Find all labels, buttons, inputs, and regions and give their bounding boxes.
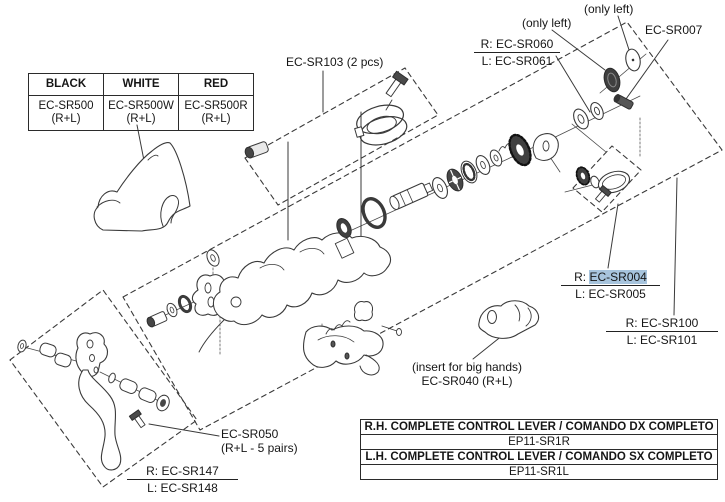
label-ec-sr060: R: EC-SR060	[474, 37, 560, 53]
thumb-shifter-kit	[575, 166, 631, 203]
color-header-white: WHITE	[103, 73, 179, 96]
color-header-red: RED	[178, 73, 254, 96]
label-ec-sr147: R: EC-SR147	[127, 464, 238, 480]
only-left-disc-white	[625, 48, 641, 72]
sr007-bolt	[613, 94, 634, 110]
lh-lever-title: L.H. COMPLETE CONTROL LEVER / COMANDO SX…	[360, 449, 718, 465]
label-ec-sr005: L: EC-SR005	[575, 287, 646, 301]
alignment-dotted-lines	[212, 117, 641, 358]
label-ec-sr050-code: EC-SR050	[221, 427, 279, 441]
hood-cover	[93, 142, 191, 232]
rh-lever-code: EP11-SR1R	[360, 434, 718, 450]
label-ec-sr004-005: R: EC-SR004 L: EC-SR005	[561, 270, 660, 301]
rh-lever-title: R.H. COMPLETE CONTROL LEVER / COMANDO DX…	[360, 419, 718, 435]
return-spring-cluster	[573, 48, 641, 130]
label-ec-sr061: L: EC-SR061	[481, 54, 553, 68]
big-hands-insert	[478, 300, 540, 339]
label-ec-sr040-code: EC-SR040 (R+L)	[421, 374, 513, 388]
label-ec-sr040: (insert for big hands) EC-SR040 (R+L)	[383, 360, 551, 388]
part-black: EC-SR500 (R+L)	[28, 95, 104, 131]
handlebar-clamp-band	[244, 70, 409, 159]
sr050-screw	[128, 409, 146, 429]
label-ec-sr060-061: R: EC-SR060 L: EC-SR061	[474, 37, 560, 68]
blade-kit-box	[9, 289, 198, 488]
label-ec-sr103: EC-SR103 (2 pcs)	[286, 55, 384, 69]
label-ec-sr007: EC-SR007	[645, 23, 703, 37]
thumb-kit-box	[572, 145, 642, 213]
label-only-left-mid: (only left)	[522, 16, 572, 30]
color-option-table: BLACK WHITE RED EC-SR500 (R+L) EC-SR500W…	[28, 73, 254, 131]
shift-paddle	[302, 301, 402, 376]
brake-lever-blade-kit	[17, 332, 170, 471]
clamp-kit-box	[244, 67, 439, 206]
label-only-left-top: (only left)	[584, 2, 634, 16]
label-ec-sr148: L: EC-SR148	[147, 481, 218, 495]
label-ec-sr004: R: EC-SR004	[561, 270, 660, 286]
label-ec-sr147-148: R: EC-SR147 L: EC-SR148	[127, 464, 238, 495]
part-white: EC-SR500W (R+L)	[103, 95, 179, 131]
lever-body	[198, 232, 392, 353]
label-ec-sr100-101: R: EC-SR100 L: EC-SR101	[606, 316, 718, 347]
complete-lever-table: R.H. COMPLETE CONTROL LEVER / COMANDO DX…	[360, 419, 718, 480]
main-assembly-box	[122, 21, 723, 431]
label-ec-sr040-note: (insert for big hands)	[411, 360, 523, 374]
ratchet-gear	[508, 133, 532, 167]
color-header-black: BLACK	[28, 73, 104, 96]
highlighted-part-code[interactable]: EC-SR004	[589, 270, 647, 284]
label-ec-sr050: EC-SR050 (R+L - 5 pairs)	[221, 427, 298, 455]
part-red: EC-SR500R (R+L)	[178, 95, 254, 131]
label-ec-sr101: L: EC-SR101	[626, 333, 698, 347]
leader-lines	[136, 15, 678, 437]
label-ec-sr004-prefix: R:	[574, 270, 590, 284]
only-left-disc-dark	[603, 67, 621, 93]
label-ec-sr050-note: (R+L - 5 pairs)	[221, 441, 298, 455]
dashed-group-boxes	[9, 21, 723, 488]
axle-and-washer-stack	[336, 133, 559, 239]
brake-lever-blade	[78, 369, 122, 471]
label-ec-sr100: R: EC-SR100	[606, 316, 718, 332]
lh-lever-code: EP11-SR1L	[360, 464, 718, 480]
